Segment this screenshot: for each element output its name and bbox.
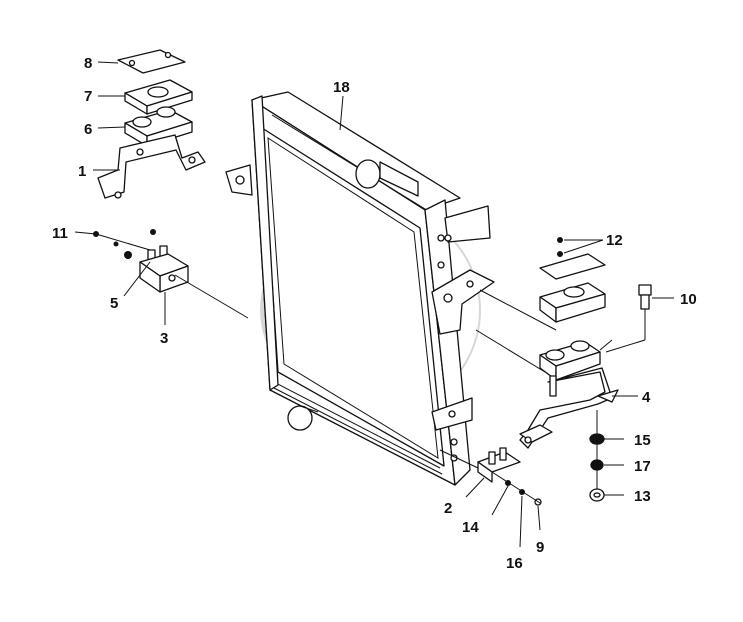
callout-9: 9 <box>536 539 544 556</box>
bracket-2 <box>439 447 521 483</box>
rubber-mount-lower <box>539 340 601 381</box>
rubber-mount-12 <box>539 282 606 323</box>
callout-5: 5 <box>110 295 118 312</box>
mount-bracket-right <box>431 269 613 373</box>
callout-3: 3 <box>160 330 168 347</box>
callout-10: 10 <box>680 291 697 308</box>
bracket-3 <box>139 253 249 319</box>
radiator <box>225 91 491 486</box>
nut-13 <box>589 488 605 502</box>
callout-12: 12 <box>606 232 623 249</box>
callout-14: 14 <box>462 519 479 536</box>
rubber-mount-7 <box>124 79 193 115</box>
bracket-4 <box>519 367 619 449</box>
bolt-10 <box>605 284 652 353</box>
bracket-1 <box>97 134 206 199</box>
callout-11: 11 <box>52 225 68 242</box>
callout-15: 15 <box>634 432 651 449</box>
callout-8: 8 <box>84 55 92 72</box>
callout-7: 7 <box>84 88 92 105</box>
callout-17: 17 <box>634 458 651 475</box>
mount-pad-8 <box>117 49 186 74</box>
callout-13: 13 <box>634 488 651 505</box>
callout-4: 4 <box>642 389 651 406</box>
callout-18: 18 <box>333 79 350 96</box>
mount-pad-12-top <box>539 237 606 280</box>
leader-lines <box>74 61 674 548</box>
callout-16: 16 <box>506 555 523 572</box>
callout-labels: 8 7 6 1 11 5 3 18 12 10 4 15 17 13 2 14 … <box>52 55 697 572</box>
callout-2: 2 <box>444 500 452 517</box>
callout-6: 6 <box>84 121 92 138</box>
callout-1: 1 <box>78 163 86 180</box>
bolt-11 <box>93 229 156 259</box>
